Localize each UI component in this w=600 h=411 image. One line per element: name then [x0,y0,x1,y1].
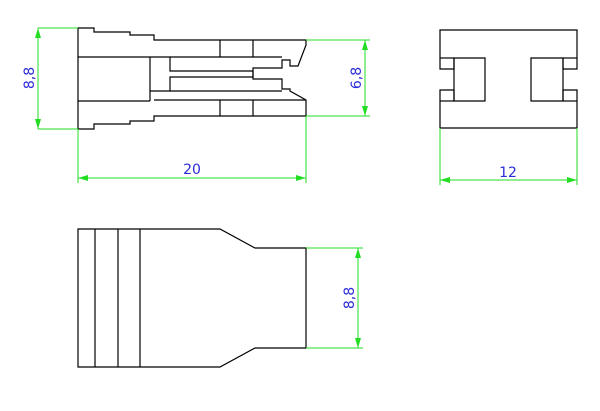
side-view-outline [439,29,578,129]
front-view: 8,8 6,8 20 [22,27,370,183]
dim-text-top-height: 8,8 [342,287,358,309]
front-view-outline [77,27,307,130]
dim-front-left-height: 8,8 [22,27,78,130]
dim-top-height: 8,8 [306,247,363,349]
dim-text-side-width: 12 [499,165,517,181]
dim-front-length: 20 [77,116,307,183]
top-view-outline [77,228,307,368]
dim-text-front-length: 20 [183,162,201,178]
dim-text-front-right-height: 6,8 [349,67,365,89]
side-view: 12 [439,29,578,185]
top-view: 8,8 [77,228,363,368]
dim-front-right-height: 6,8 [306,39,370,117]
dim-side-width: 12 [439,128,578,185]
dim-text-front-left-height: 8,8 [22,67,38,89]
